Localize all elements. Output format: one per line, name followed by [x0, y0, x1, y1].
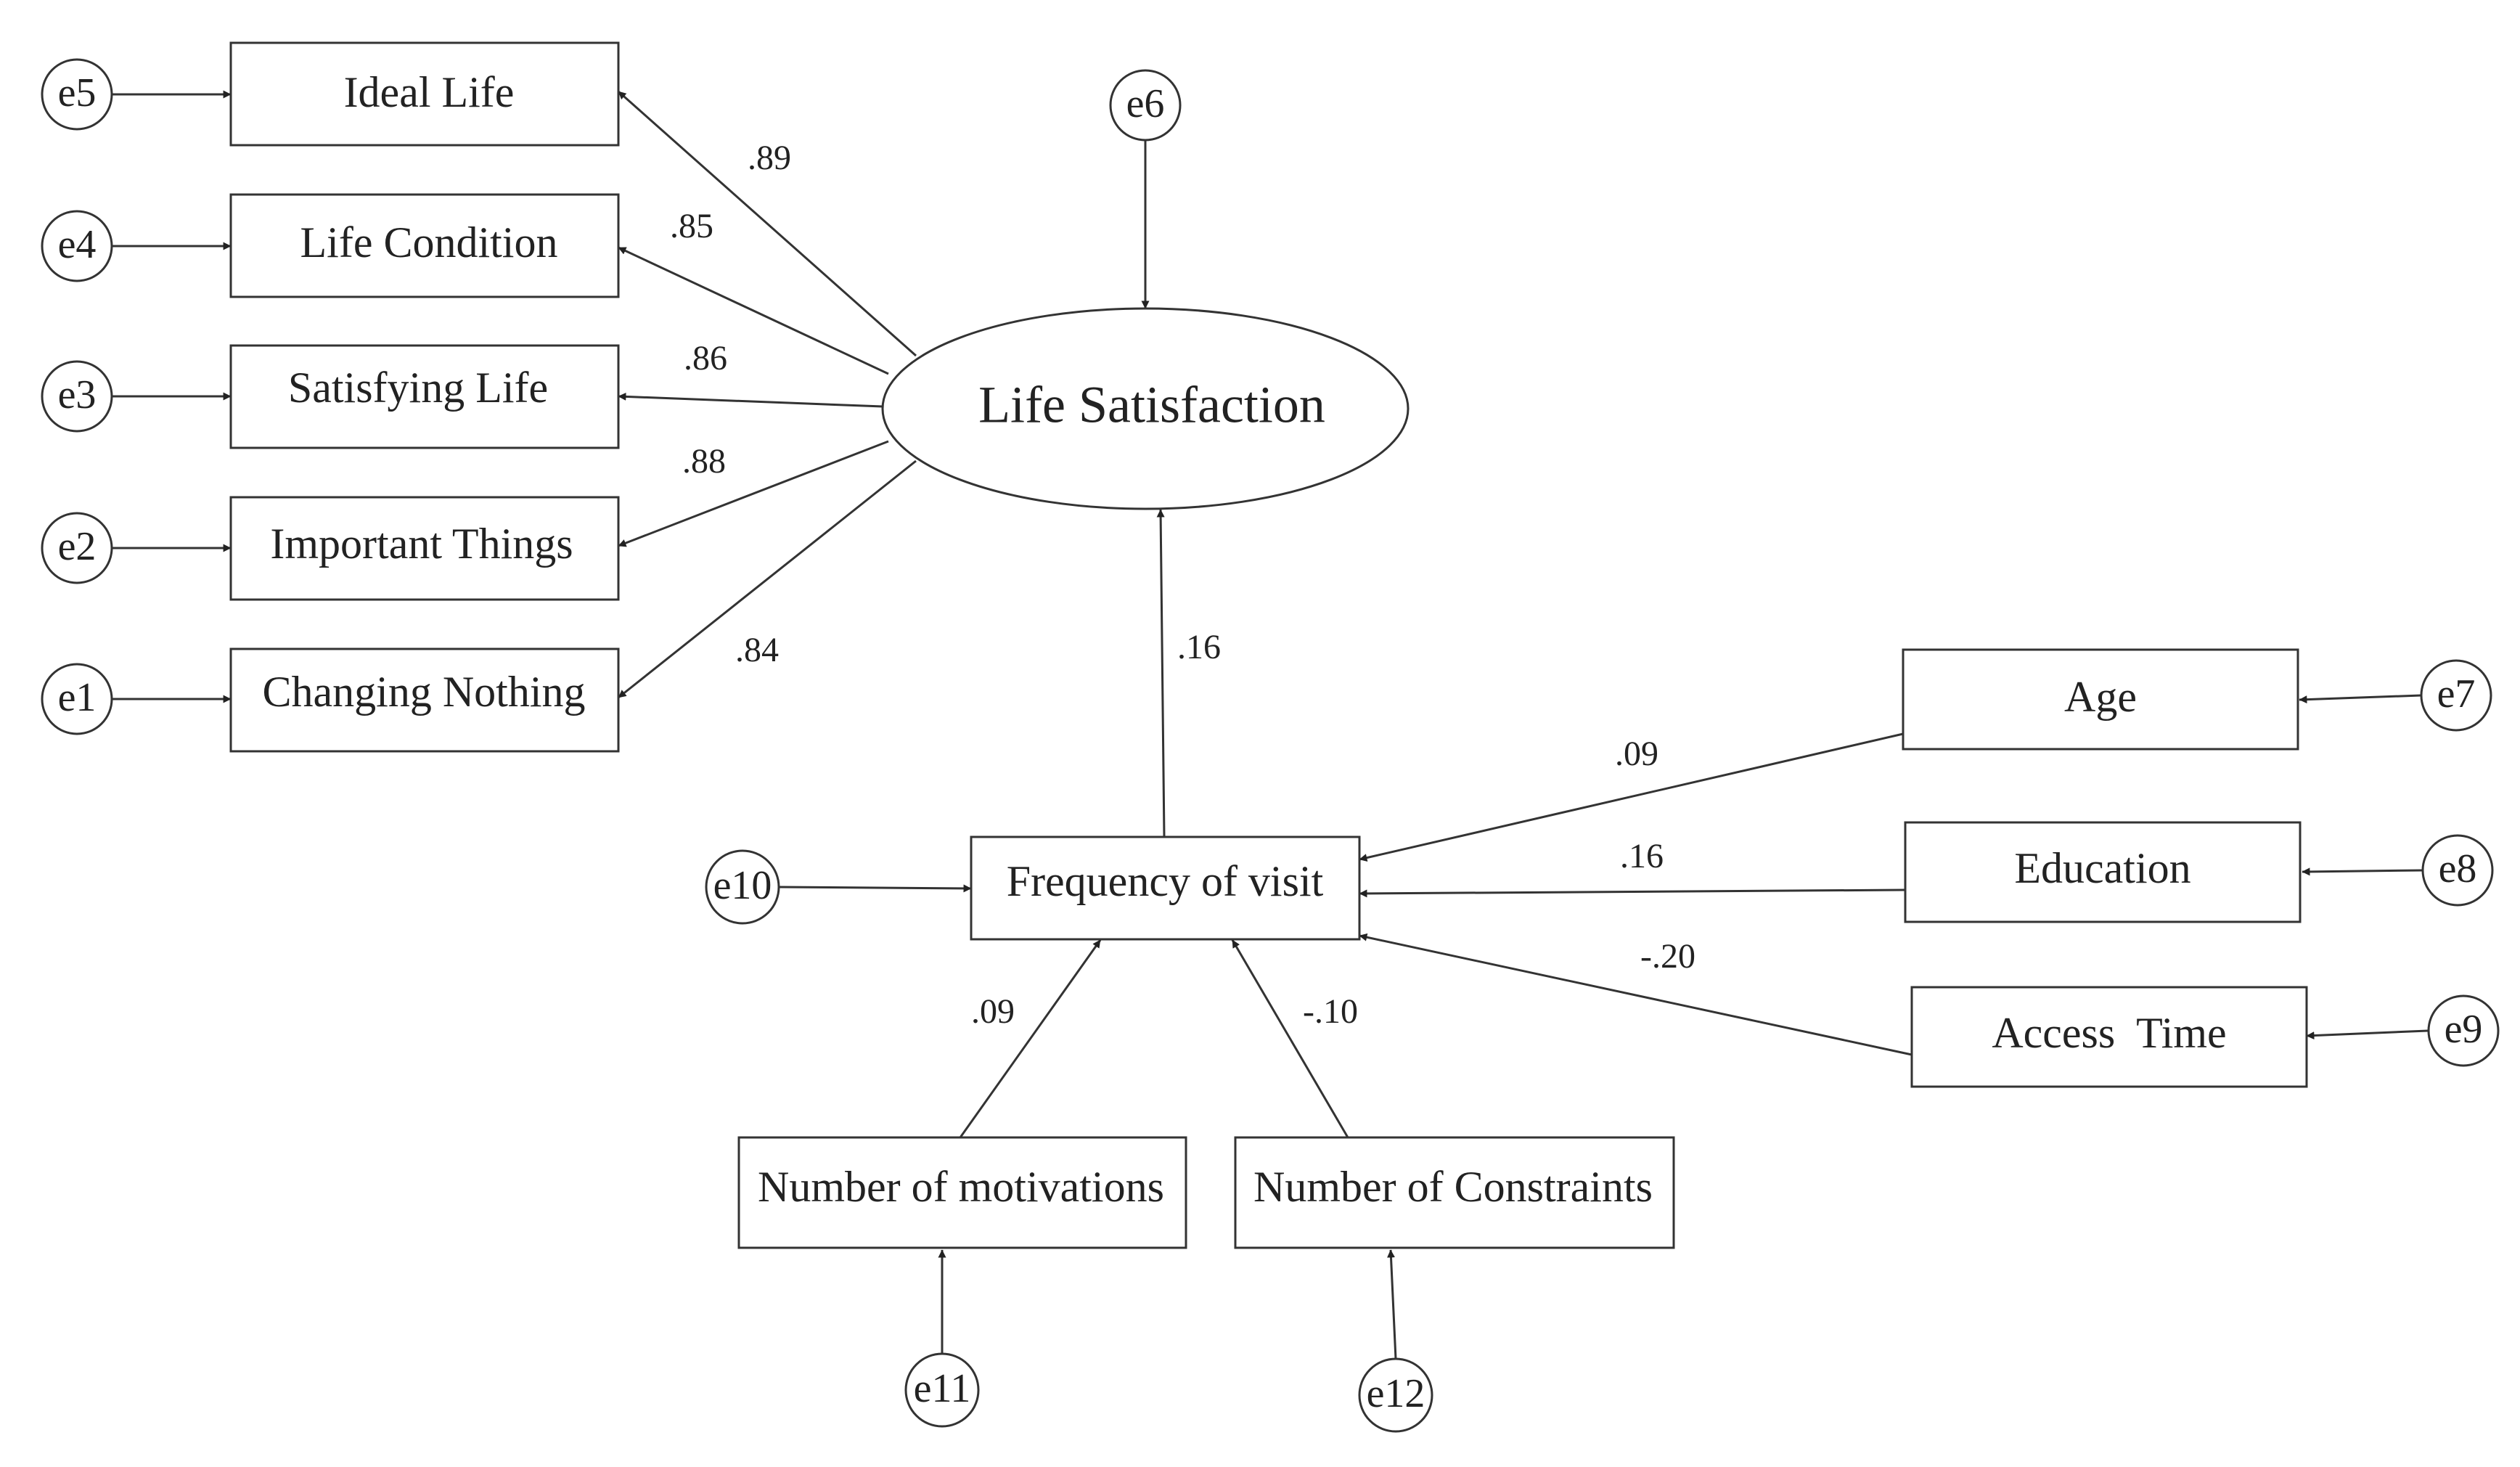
error-e1: e1 — [41, 663, 113, 735]
path-motivations-coef: .09 — [971, 992, 1015, 1031]
edge-constraints-frequency — [1231, 939, 1349, 1138]
edge-education-frequency — [1359, 888, 1906, 898]
edge-latent-satisfying-life — [618, 392, 883, 408]
edge-e8-education — [2302, 867, 2423, 876]
path-constraints-coef: -.10 — [1303, 992, 1358, 1031]
indicator-life-condition: Life Condition — [229, 193, 620, 298]
error-e2-label: e2 — [58, 524, 97, 569]
indicator-important-things: Important Things — [229, 496, 620, 601]
edge-latent-changing-nothing — [618, 459, 917, 699]
error-e11: e11 — [904, 1352, 980, 1428]
latent-life-satisfaction: Life Satisfaction — [881, 307, 1410, 510]
error-e5-label: e5 — [58, 70, 97, 115]
error-e9: e9 — [2427, 994, 2500, 1067]
edge-e12-constraints — [1386, 1249, 1397, 1360]
predictor-number-of-constraints: Number of Constraints — [1234, 1136, 1675, 1249]
error-e10: e10 — [705, 849, 780, 925]
error-e6: e6 — [1109, 69, 1182, 142]
loading-important-things: .88 — [682, 442, 726, 481]
predictor-education-label: Education — [2014, 844, 2190, 892]
edge-latent-important-things — [618, 440, 889, 547]
error-e4: e4 — [41, 210, 113, 282]
indicator-satisfying-life: Satisfying Life — [229, 344, 620, 449]
path-access-time-coef: -.20 — [1640, 937, 1695, 976]
error-e10-label: e10 — [713, 863, 772, 908]
indicator-ideal-life: Ideal Life — [229, 41, 620, 147]
indicator-ideal-life-label: Ideal Life — [344, 68, 515, 116]
error-e12-label: e12 — [1367, 1371, 1425, 1416]
error-e3-label: e3 — [58, 372, 97, 417]
error-e11-label: e11 — [914, 1366, 971, 1411]
edge-e10-frequency — [779, 884, 972, 893]
error-e9-label: e9 — [2445, 1007, 2483, 1052]
predictor-number-of-motivations: Number of motivations — [737, 1136, 1187, 1249]
error-e12: e12 — [1358, 1357, 1433, 1433]
edge-access-time-frequency — [1359, 933, 1912, 1056]
edge-e7-age — [2299, 694, 2422, 704]
edge-age-frequency — [1359, 732, 1904, 862]
mediator-frequency-of-visit-label: Frequency of visit — [1007, 857, 1324, 905]
predictor-number-of-motivations-label: Number of motivations — [758, 1163, 1164, 1211]
error-e1-label: e1 — [58, 675, 97, 720]
path-frequency-latent-coef: .16 — [1177, 628, 1221, 666]
predictor-number-of-constraints-label: Number of Constraints — [1253, 1163, 1653, 1211]
loading-life-condition: .85 — [670, 207, 713, 245]
indicator-satisfying-life-label: Satisfying Life — [288, 364, 548, 412]
error-e2: e2 — [41, 512, 113, 584]
indicator-life-condition-label: Life Condition — [300, 218, 558, 266]
edge-latent-life-condition — [618, 246, 889, 375]
loading-satisfying-life: .86 — [684, 339, 727, 377]
latent-life-satisfaction-label: Life Satisfaction — [978, 376, 1325, 434]
predictor-age-label: Age — [2064, 673, 2137, 721]
error-e5: e5 — [41, 58, 113, 131]
error-e8-label: e8 — [2439, 846, 2477, 891]
error-e6-label: e6 — [1126, 81, 1165, 126]
edge-motivations-frequency — [959, 939, 1102, 1138]
predictor-age: Age — [1902, 648, 2299, 751]
indicator-important-things-label: Important Things — [270, 520, 573, 568]
predictor-access-time: Access Time — [1910, 986, 2308, 1088]
predictor-access-time-label: Access Time — [1992, 1009, 2226, 1057]
path-age-coef: .09 — [1615, 735, 1658, 773]
mediator-frequency-of-visit: Frequency of visit — [970, 835, 1361, 941]
loading-ideal-life: .89 — [748, 139, 791, 177]
error-e4-label: e4 — [58, 222, 97, 267]
edge-latent-ideal-life — [618, 90, 917, 357]
edge-e9-access-time — [2306, 1029, 2429, 1040]
error-e7: e7 — [2420, 659, 2492, 732]
error-e8: e8 — [2421, 834, 2494, 907]
indicator-changing-nothing: Changing Nothing — [229, 647, 620, 753]
predictor-education: Education — [1904, 821, 2302, 923]
loading-changing-nothing: .84 — [735, 631, 779, 669]
edge-frequency-latent — [1156, 509, 1166, 838]
error-e3: e3 — [41, 360, 113, 433]
indicator-changing-nothing-label: Changing Nothing — [263, 668, 586, 716]
error-e7-label: e7 — [2437, 671, 2476, 716]
path-education-coef: .16 — [1620, 837, 1664, 875]
